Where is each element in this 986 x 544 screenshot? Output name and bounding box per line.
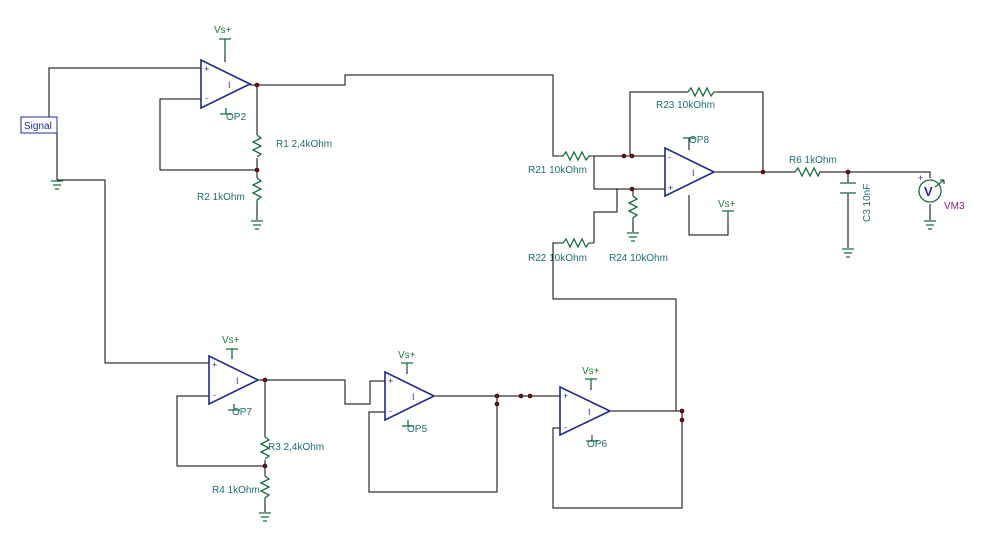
junction-dot xyxy=(494,393,500,399)
voltmeter-vm3[interactable]: V + VM3 xyxy=(918,173,965,212)
ground-icon xyxy=(842,248,854,258)
resistor-label: R1 2,4kOhm xyxy=(276,139,332,150)
plus-sign: + xyxy=(212,360,217,370)
supply-op7: Vs+ xyxy=(222,335,240,356)
supply-op2: Vs+ xyxy=(214,25,232,54)
ground-icon xyxy=(627,232,639,242)
ground-icon xyxy=(251,220,263,230)
junction-dot xyxy=(679,417,685,423)
junction-dot xyxy=(760,169,766,175)
meter-label: VM3 xyxy=(944,201,965,212)
minus-sign: - xyxy=(205,93,208,103)
supply-label: Vs+ xyxy=(718,199,736,210)
ground-symbols xyxy=(51,180,936,522)
minus-sign: - xyxy=(668,152,671,162)
supply-label: Vs+ xyxy=(582,366,600,377)
capacitor-label: C3 10nF xyxy=(862,184,873,222)
resistor-r23[interactable]: R23 10kOhm xyxy=(656,86,717,111)
junction-dot xyxy=(262,463,268,469)
output-sign: I xyxy=(228,80,231,90)
opamp-op8[interactable]: - + I OP8 xyxy=(664,135,716,198)
opamp-label: OP7 xyxy=(232,407,252,418)
supply-op5: Vs+ xyxy=(398,350,416,370)
resistor-label: R3 2,4kOhm xyxy=(268,442,324,453)
resistor-r3[interactable]: R3 2,4kOhm xyxy=(259,436,324,460)
opamp-op7[interactable]: + - I OP7 xyxy=(208,354,260,418)
plus-sign: + xyxy=(204,64,209,74)
voltmeter-icon: V xyxy=(924,184,933,199)
junction-dot xyxy=(254,82,260,88)
supply-op6: Vs+ xyxy=(582,366,600,386)
output-sign: I xyxy=(236,376,239,386)
meter-plus-sign: + xyxy=(918,173,923,183)
resistor-r21[interactable]: R21 10kOhm xyxy=(528,150,594,176)
junction-dot xyxy=(679,408,685,414)
plus-sign: + xyxy=(563,391,568,401)
opamp-label: OP5 xyxy=(407,424,427,435)
output-sign: I xyxy=(588,407,591,417)
resistor-r1[interactable]: R1 2,4kOhm xyxy=(251,134,332,158)
supply-label: Vs+ xyxy=(222,335,240,346)
ground-icon xyxy=(51,180,63,190)
opamp-op2[interactable]: + - I OP2 xyxy=(200,58,252,123)
minus-sign: - xyxy=(564,422,567,432)
ground-icon xyxy=(259,512,271,522)
ground-icon xyxy=(924,220,936,230)
opamp-label: OP2 xyxy=(226,112,246,123)
junction-dot xyxy=(621,153,627,159)
junction-dot xyxy=(254,167,260,173)
capacitor-c3[interactable]: C3 10nF xyxy=(840,182,873,222)
output-sign: I xyxy=(412,392,415,402)
supply-op8: Vs+ xyxy=(718,199,736,218)
resistor-label: R2 1kOhm xyxy=(197,192,245,203)
resistor-r2[interactable]: R2 1kOhm xyxy=(197,177,263,205)
output-sign: I xyxy=(692,168,695,178)
resistor-label: R22 10kOhm xyxy=(528,253,587,264)
signal-source[interactable]: Signal xyxy=(20,116,58,134)
minus-sign: - xyxy=(213,390,216,400)
resistor-label: R6 1kOhm xyxy=(789,155,837,166)
resistor-r22[interactable]: R22 10kOhm xyxy=(528,237,594,264)
resistor-label: R4 1kOhm xyxy=(212,485,260,496)
junction-dots xyxy=(254,82,851,469)
plus-sign: + xyxy=(388,376,393,386)
resistor-r4[interactable]: R4 1kOhm xyxy=(212,475,271,500)
junction-dot xyxy=(518,393,524,399)
plus-sign: + xyxy=(668,183,673,193)
supply-label: Vs+ xyxy=(398,350,416,361)
opamp-label: OP8 xyxy=(689,135,709,146)
wires xyxy=(48,54,931,512)
resistor-label: R23 10kOhm xyxy=(656,100,715,111)
resistor-label: R24 10kOhm xyxy=(609,253,668,264)
supply-symbols: Vs+ Vs+ Vs+ Vs+ Vs+ xyxy=(214,25,736,386)
junction-dot xyxy=(629,186,635,192)
junction-dot xyxy=(527,393,533,399)
opamp-op6[interactable]: + - I OP6 xyxy=(559,385,612,450)
resistor-label: R21 10kOhm xyxy=(528,165,587,176)
resistor-r6[interactable]: R6 1kOhm xyxy=(789,155,837,178)
signal-label: Signal xyxy=(24,121,52,132)
junction-dot xyxy=(629,153,635,159)
minus-sign: - xyxy=(389,406,392,416)
resistor-r24[interactable]: R24 10kOhm xyxy=(609,195,668,264)
junction-dot xyxy=(262,377,268,383)
opamp-op5[interactable]: + - I OP5 xyxy=(384,370,436,435)
junction-dot xyxy=(494,401,500,407)
opamp-label: OP6 xyxy=(587,439,607,450)
supply-label: Vs+ xyxy=(214,25,232,36)
junction-dot xyxy=(845,169,851,175)
